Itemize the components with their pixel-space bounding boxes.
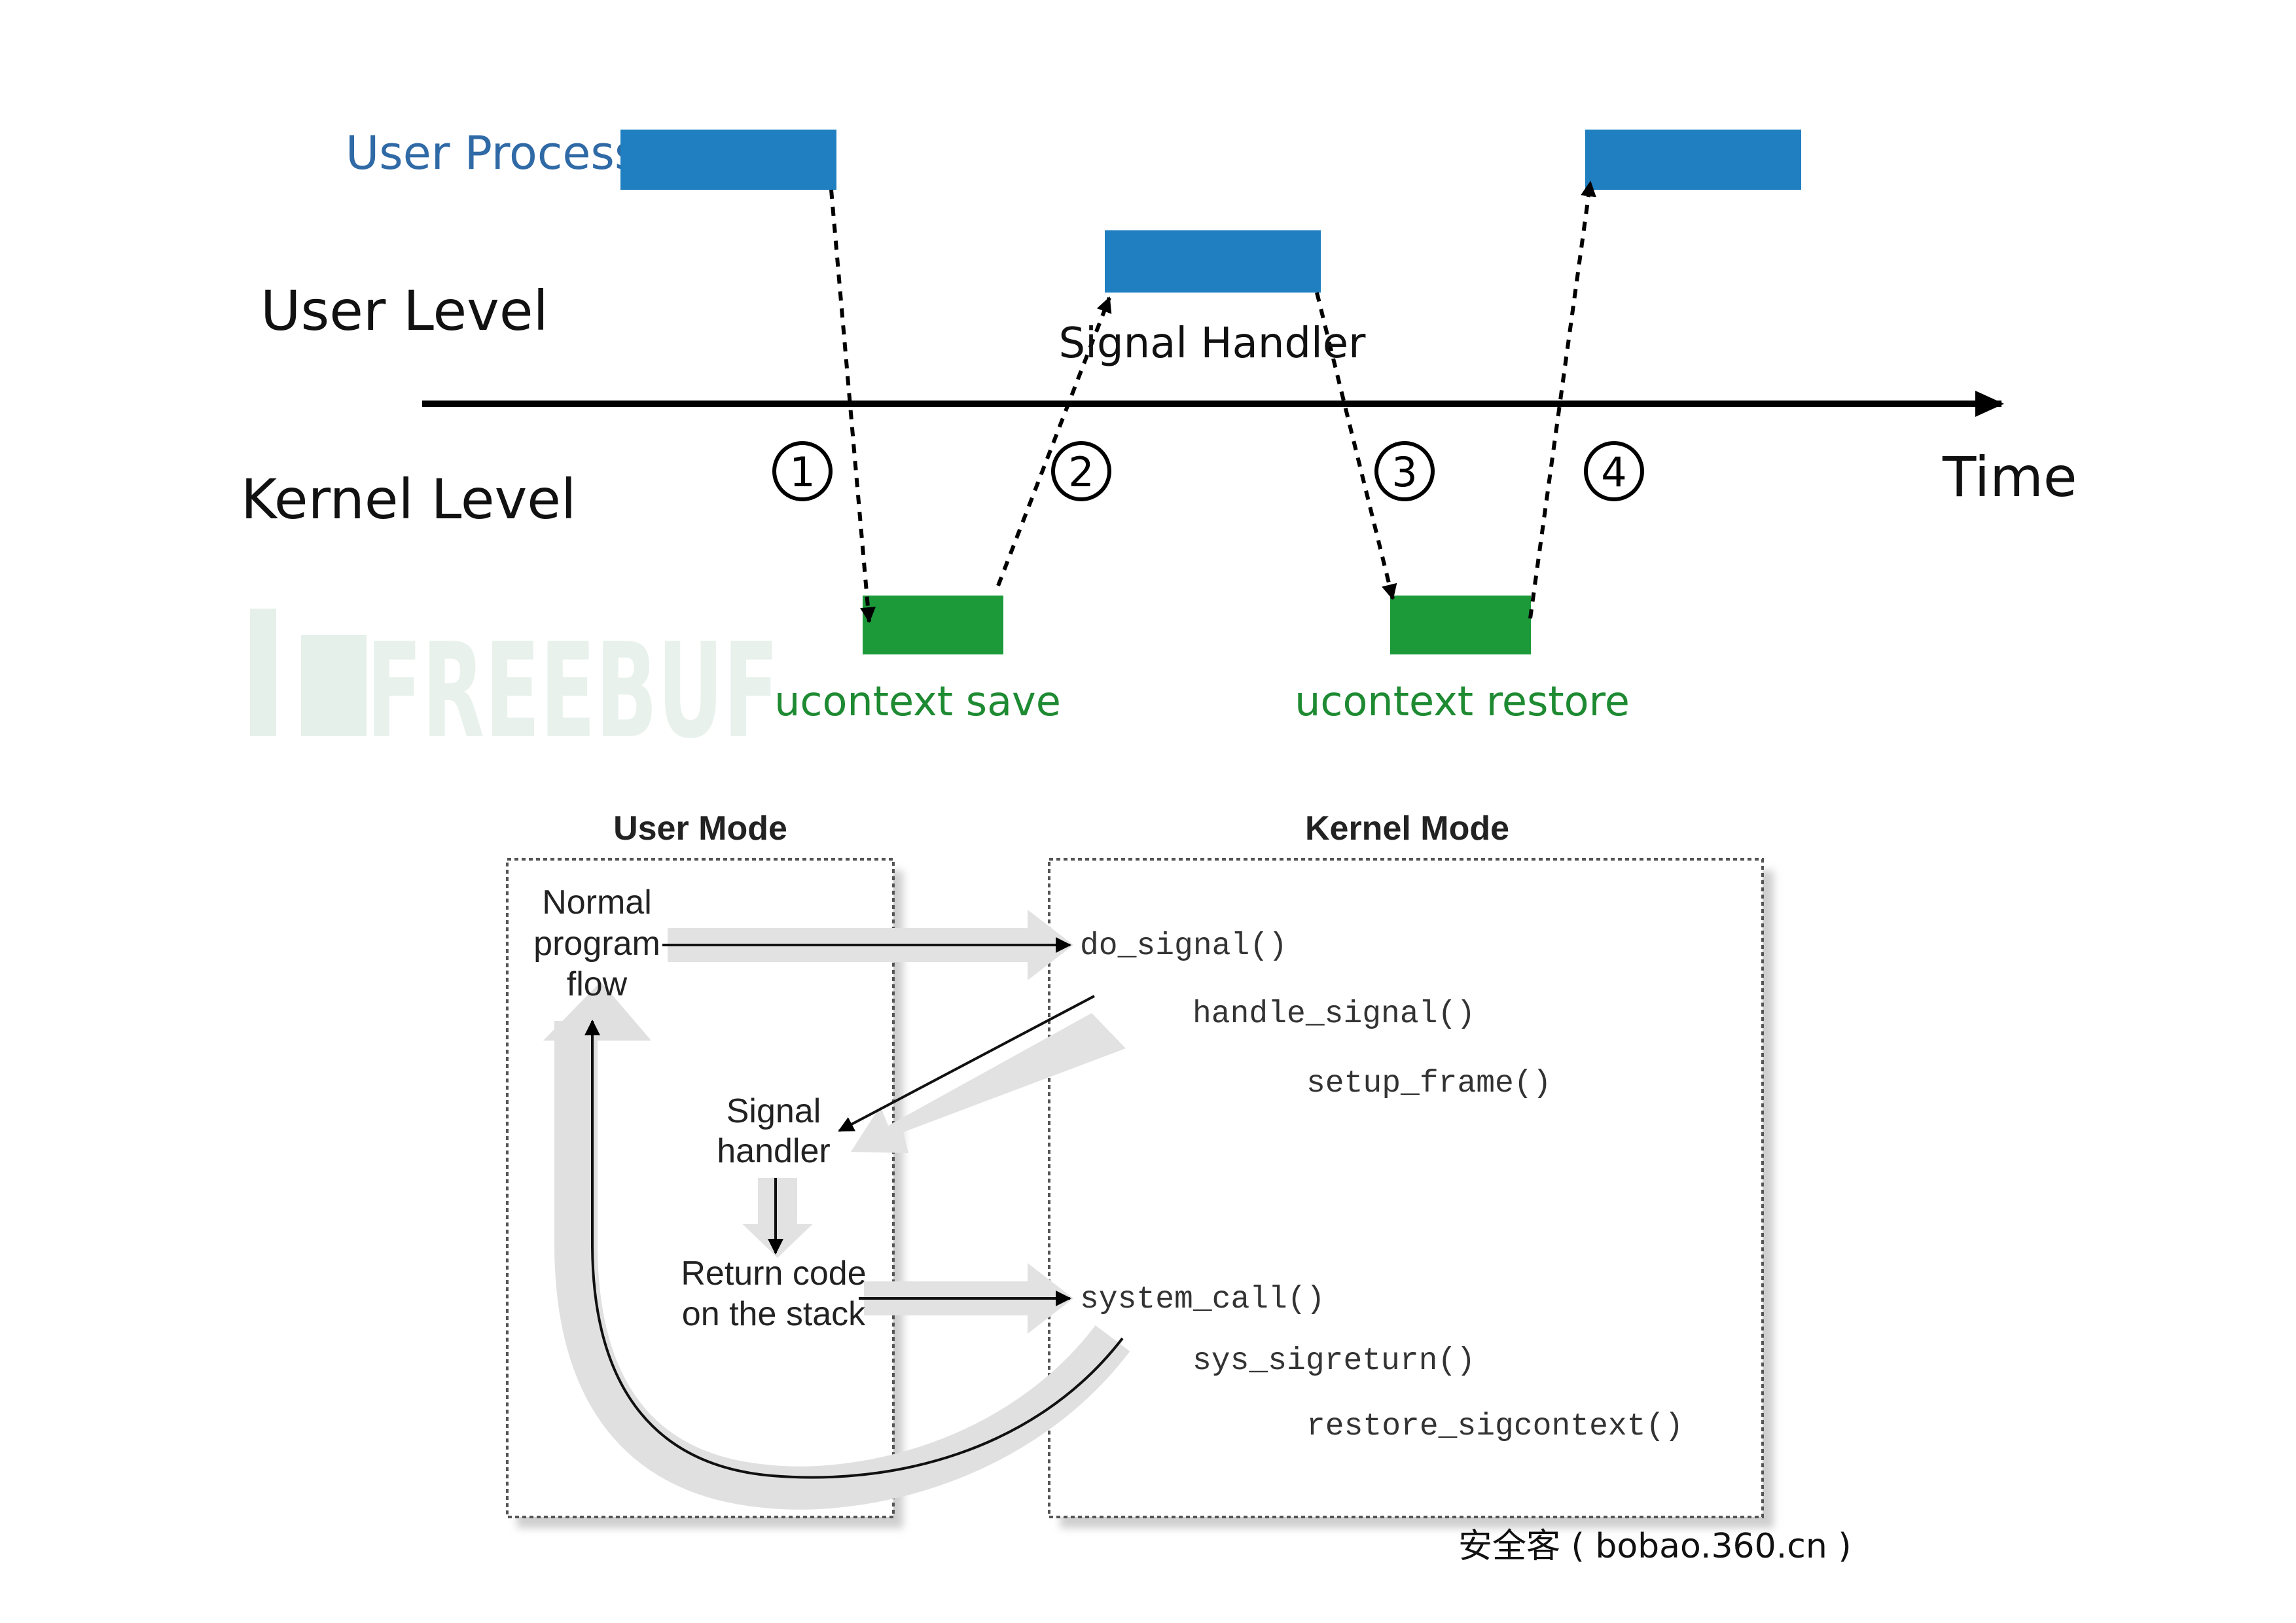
call-restore-sigcontext: restore_sigcontext() (1306, 1409, 1683, 1444)
ucontext-save-block (863, 596, 1003, 654)
call-handle-signal: handle_signal() (1193, 997, 1475, 1032)
step-marker-3: 3 (1374, 441, 1435, 501)
transition-arrows (829, 181, 1596, 623)
signal-handler-box-line-2: handler (717, 1132, 830, 1170)
user-process-label: User Process (346, 126, 638, 180)
step-marker-1-label: 1 (789, 448, 815, 496)
user-process-block-resume (1585, 130, 1801, 190)
source-caption: 安全客 ( bobao.360.cn ) (1458, 1527, 1852, 1566)
normal-flow-line-1: Normal (542, 883, 652, 921)
return-flow-band (554, 1021, 1130, 1510)
user-process-block-start (620, 130, 836, 190)
time-axis-label: Time (1942, 445, 2077, 509)
kernel-level-label: Kernel Level (241, 467, 576, 531)
call-do-signal: do_signal() (1080, 929, 1287, 964)
return-flow-band-head (543, 982, 651, 1041)
call-sys-sigreturn: sys_sigreturn() (1193, 1344, 1475, 1379)
arrow-step-4 (1528, 181, 1596, 619)
arrow-step-2 (996, 296, 1112, 587)
top-timeline-diagram: FREEBUF User Process User Level Kernel L… (241, 126, 2077, 768)
signal-handler-label: Signal Handler (1059, 319, 1367, 368)
freebuf-watermark: FREEBUF (250, 609, 779, 768)
bottom-mode-diagram: User Mode Kernel Mode Normal program flo… (506, 810, 1774, 1528)
normal-flow-line-3: flow (567, 965, 628, 1003)
step-marker-1: 1 (772, 441, 833, 501)
return-flow-line (584, 1020, 1124, 1479)
arrow-to-signal-handler (838, 995, 1095, 1132)
arrow-step-3 (1315, 292, 1397, 600)
signal-handler-box-line-1: Signal (726, 1092, 821, 1130)
return-code-line-2: on the stack (682, 1295, 866, 1333)
call-system-call: system_call() (1080, 1282, 1325, 1317)
user-mode-title: User Mode (613, 810, 787, 847)
band-to-signal-handler (851, 1013, 1126, 1153)
ucontext-restore-label: ucontext restore (1295, 677, 1630, 725)
normal-flow-line-2: program (533, 925, 660, 963)
user-level-label: User Level (260, 279, 548, 343)
ucontext-restore-block (1390, 596, 1531, 654)
step-marker-2-label: 2 (1068, 448, 1094, 496)
step-marker-4-label: 4 (1601, 448, 1626, 496)
step-marker-3-label: 3 (1391, 448, 1417, 496)
arrow-step-1 (829, 189, 876, 623)
band-handler-to-return (742, 1178, 813, 1258)
step-marker-4: 4 (1584, 441, 1644, 501)
kernel-mode-title: Kernel Mode (1305, 810, 1509, 847)
call-setup-frame: setup_frame() (1306, 1066, 1551, 1101)
step-marker-2: 2 (1051, 441, 1111, 501)
kernel-mode-panel (1048, 858, 1764, 1518)
ucontext-save-label: ucontext save (774, 677, 1061, 725)
return-code-line-1: Return code (681, 1255, 866, 1293)
signal-handler-block (1105, 230, 1321, 293)
watermark-text: FREEBUF (367, 615, 779, 768)
